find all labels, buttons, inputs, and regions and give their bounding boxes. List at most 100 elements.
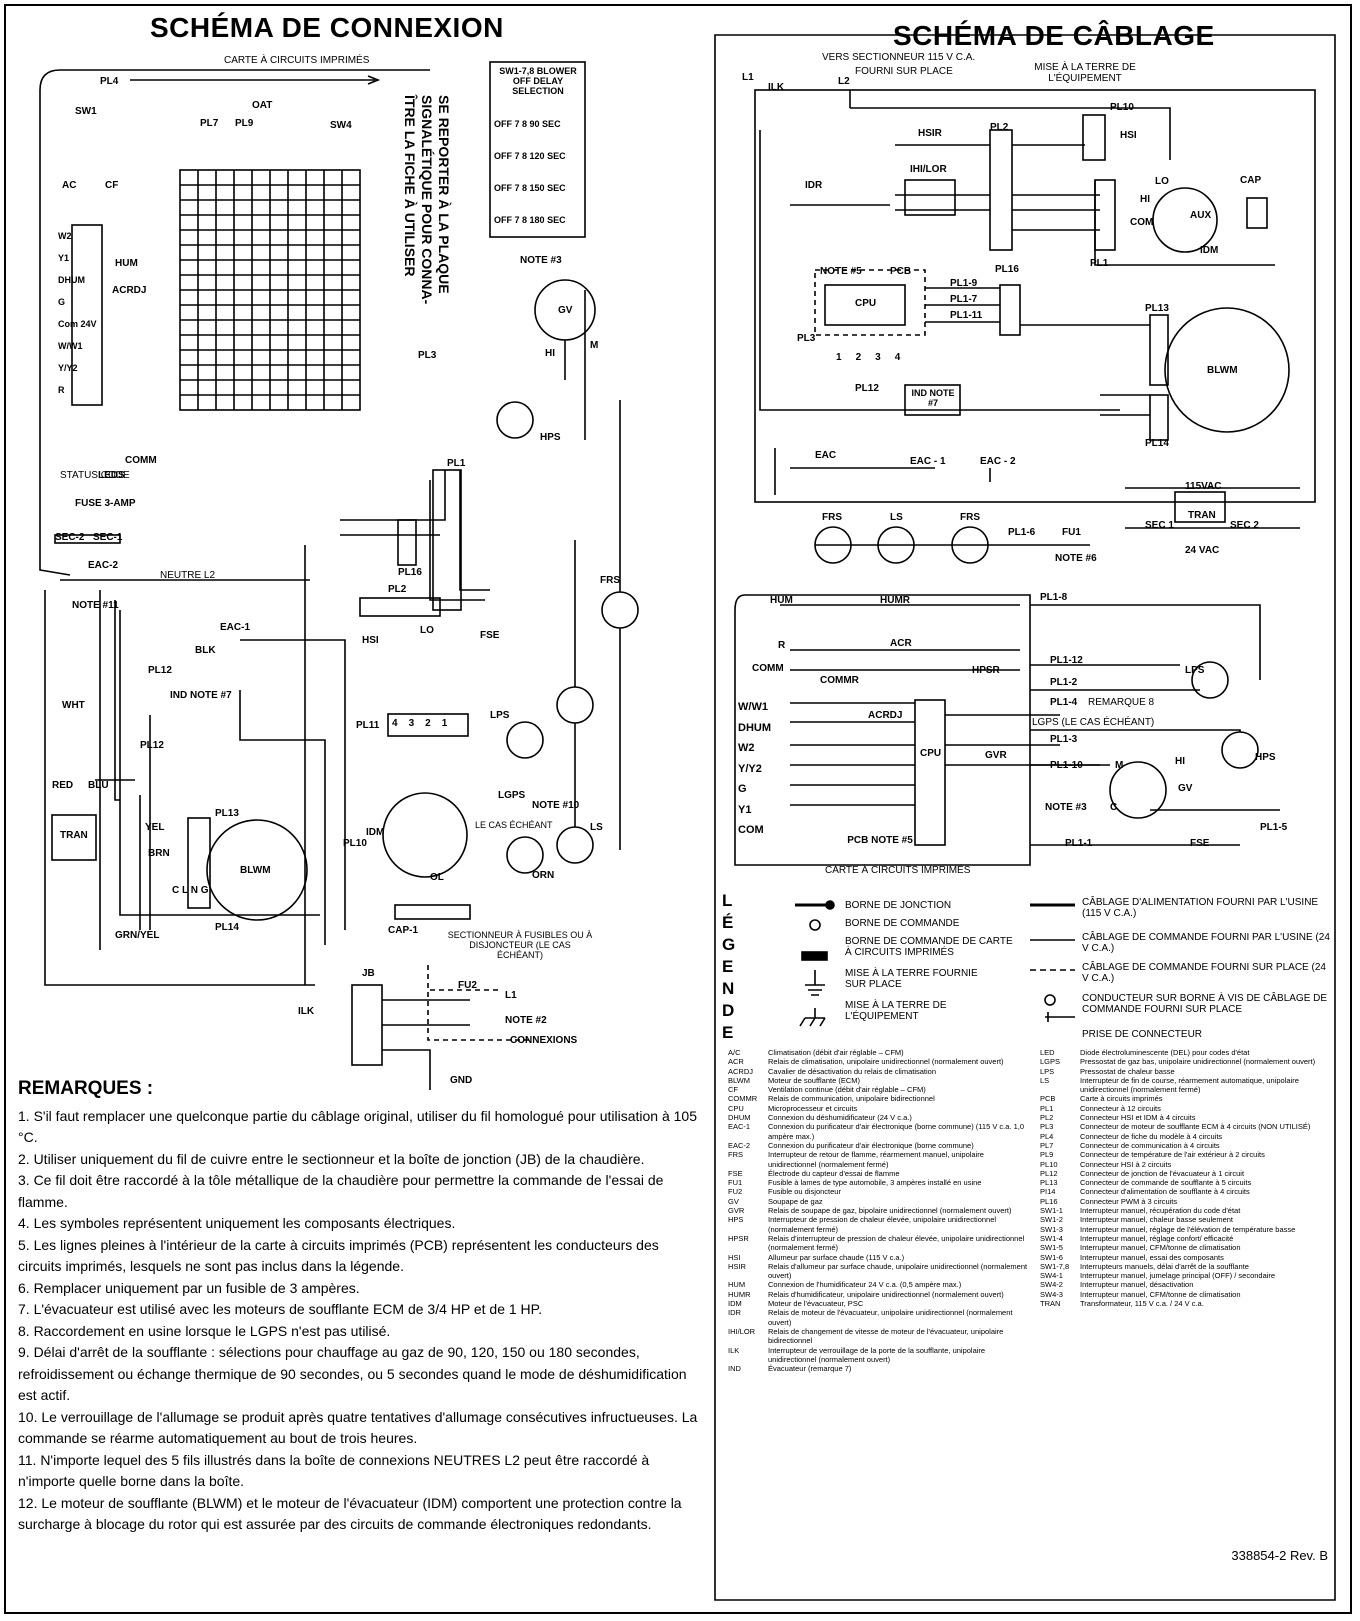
abbreviation-value: Connecteur de communication à 4 circuits	[1080, 1140, 1220, 1150]
r-gv-label: GV	[1178, 783, 1193, 794]
sw-sec: 90 SEC	[529, 119, 561, 129]
r-input-list: W/W1 DHUM W2 Y/Y2 G Y1 COM	[738, 697, 771, 841]
r-remarque8-label: REMARQUE 8	[1088, 697, 1155, 708]
remarque-item: 9. Délai d'arrêt de la soufflante : séle…	[18, 1344, 687, 1403]
abbreviation-key: PCB	[1040, 1094, 1056, 1104]
r-tran-label: TRAN	[1188, 510, 1216, 521]
remarque-item: 8. Raccordement en usine lorsque le LGPS…	[18, 1322, 391, 1339]
r-hum-label: HUM	[770, 595, 793, 606]
note2-label: NOTE #2	[505, 1015, 547, 1026]
abbreviation-value: Relais de soupape de gaz, bipolaire unid…	[768, 1206, 1012, 1216]
abbreviation-key: EAC-2	[728, 1140, 751, 1150]
legend-letter: G	[722, 935, 736, 954]
r-comm-label: COMM	[752, 663, 784, 674]
abbreviation-value: Interrupteur manuel, jumelage principal …	[1080, 1271, 1276, 1281]
l1-left-label: L1	[505, 990, 517, 1001]
abbreviation-key: PL4	[1040, 1131, 1054, 1141]
r-pl10-label: PL10	[1110, 102, 1134, 113]
legend-symbol: BORNE DE COMMANDE DE CARTE À CIRCUITS IM…	[845, 936, 1013, 958]
top-note: VERS SECTIONNEUR 115 V C.A.	[822, 52, 976, 63]
pl3-pin: 1	[836, 352, 842, 363]
r-note6-label: NOTE #6	[1055, 553, 1097, 564]
pl13-label: PL13	[215, 808, 239, 819]
r-input-label: W2	[738, 742, 755, 754]
abbreviation-key: SW1-1	[1040, 1206, 1063, 1216]
r-sec1-label: SEC 1	[1145, 520, 1174, 531]
cf-label: CF	[105, 180, 119, 191]
abbreviation-value: Connecteur de fiche du modèle à 4 circui…	[1080, 1131, 1223, 1141]
pl9-label: PL9	[235, 118, 254, 129]
remarque-item: 7. L'évacuateur est utilisé avec les mot…	[18, 1301, 543, 1317]
pl12-label-b: PL12	[140, 740, 164, 751]
remarque-item: 5. Les lignes pleines à l'intérieur de l…	[18, 1236, 659, 1275]
r-ilk-label: ILK	[768, 82, 785, 93]
r-hps-label: HPS	[1255, 752, 1276, 763]
abbreviation-key: CPU	[728, 1103, 744, 1113]
pl3-pin: 2	[855, 352, 862, 363]
lo-left-label: LO	[420, 625, 434, 636]
terminal-label: Y/Y2	[58, 363, 78, 373]
abbreviation-value: Connecteur d'alimentation de soufflante …	[1080, 1187, 1250, 1197]
pl11-pin: 1	[441, 718, 448, 729]
sec2-label: SEC-2	[55, 532, 85, 543]
abbreviation-key: PL2	[1040, 1113, 1054, 1123]
abbreviation-key: PL7	[1040, 1140, 1054, 1150]
r-input-label: Y/Y2	[738, 762, 762, 775]
r-blwm-label: BLWM	[1207, 365, 1238, 376]
abbreviation-key: PL10	[1040, 1159, 1058, 1169]
r-pl1-label: PL1	[1090, 258, 1109, 269]
abbreviation-key: FSE	[728, 1168, 743, 1178]
orn-label: ORN	[532, 870, 555, 881]
r-note3-label: NOTE #3	[1045, 802, 1087, 813]
sw-off: OFF	[494, 183, 512, 193]
abbreviation-value: Interrupteur manuel, CFM/tonne de climat…	[1080, 1289, 1241, 1299]
sw4-label: SW4	[330, 120, 352, 131]
legend-letter: N	[722, 979, 735, 998]
terminal-label: W2	[58, 231, 72, 241]
abbreviation-key: HPSR	[728, 1233, 749, 1243]
abbreviation-row: PL7 Connecteur de communication à 4 circu…	[1040, 1141, 1335, 1150]
r-m-label: M	[1115, 760, 1124, 771]
refer-line: ÎTRE LA FICHE À UTILISER	[402, 95, 418, 277]
r-pl11b-label: PL1-1	[1065, 838, 1093, 849]
pl10-left-label: PL10	[343, 838, 367, 849]
note11-label: NOTE #11	[72, 600, 119, 611]
r-pl12b-label: PL1-2	[1050, 677, 1078, 688]
r-input-label: G	[738, 783, 747, 795]
pl4-label: PL4	[100, 76, 119, 87]
abbreviation-key: HSI	[728, 1252, 741, 1262]
abbreviation-key: IDR	[728, 1308, 741, 1318]
r-input-label: Y1	[738, 803, 752, 816]
r-pl12-label: PL12	[855, 383, 879, 394]
pl3-pin: 3	[875, 352, 881, 363]
abbreviation-value: Relais de changement de vitesse de moteu…	[768, 1326, 1004, 1346]
r-24vac-label: 24 VAC	[1185, 545, 1220, 556]
r-com-label: COM	[1130, 217, 1154, 228]
sw-delay-options: OFF 7 8 90 SEC OFF 7 8 120 SEC OFF 7 8 1…	[494, 108, 566, 236]
sw-pos: 7 8	[514, 183, 528, 193]
abbreviation-key: SW1-7,8	[1040, 1261, 1070, 1271]
remarque-item: 3. Ce fil doit être raccordé à la tôle m…	[18, 1172, 664, 1210]
legend-letter: L	[722, 891, 733, 910]
abbreviation-value: Carte à circuits imprimés	[1080, 1094, 1163, 1104]
legend-letter: E	[722, 957, 734, 976]
r-115vac-label: 115VAC	[1185, 481, 1222, 492]
abbreviation-key: TRAN	[1040, 1299, 1061, 1309]
r-c-label: C	[1110, 802, 1118, 813]
